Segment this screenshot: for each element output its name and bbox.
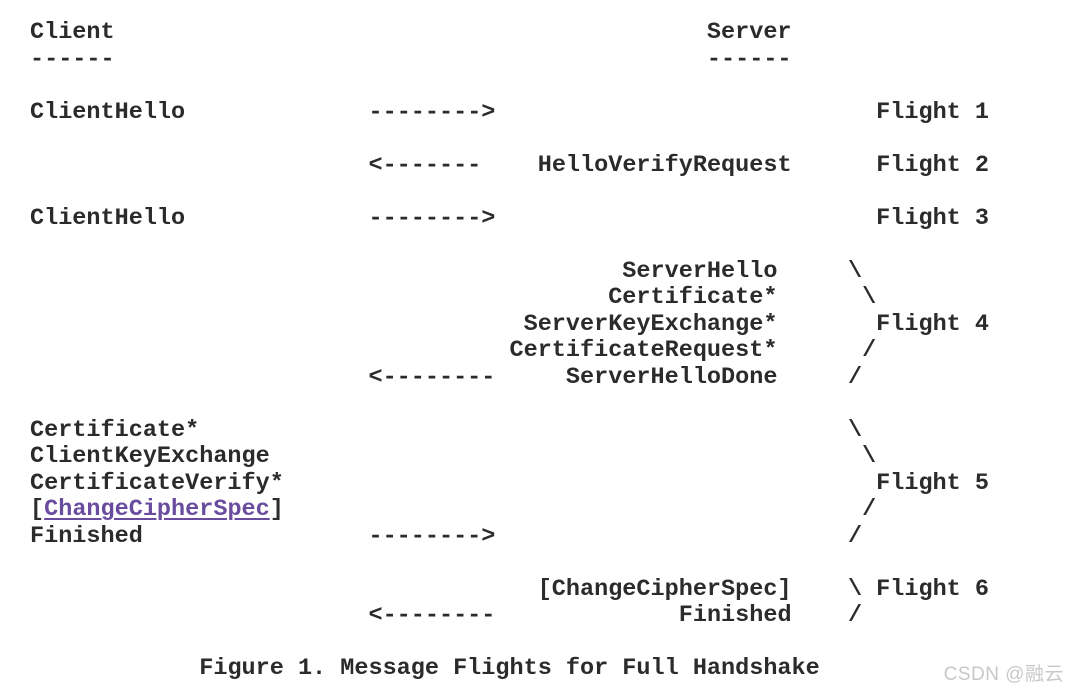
diagram-line: CertificateVerify* Flight 5 — [30, 469, 989, 498]
arrow-left-flight2: <------- — [368, 151, 482, 179]
server-underline: ------ — [706, 45, 792, 73]
msg-serverhello: ServerHello — [622, 257, 778, 285]
diagram-line: ClientHello --------> Flight 1 — [30, 98, 989, 127]
msg-certificaterequest: CertificateRequest* — [509, 337, 778, 364]
diagram-line: <------- HelloVerifyRequest Flight 2 — [30, 151, 990, 180]
diagram-line: ClientKeyExchange \ — [30, 443, 989, 471]
msg-clientkeyexchange: ClientKeyExchange — [30, 443, 270, 470]
diagram-line: Figure 1. Message Flights for Full Hands… — [30, 655, 989, 683]
flight6-brace-bottom: / — [847, 602, 863, 629]
diagram-line — [30, 550, 989, 577]
msg-serverhellodone: ServerHelloDone — [565, 363, 778, 391]
flight5-brace-upper: \ — [862, 443, 877, 470]
server-label: Server — [706, 19, 792, 46]
msg-serverkeyexchange: ServerKeyExchange* — [523, 310, 778, 338]
diagram-line — [30, 391, 989, 418]
diagram-line: Client Server — [30, 19, 989, 47]
diagram-line: Certificate* \ — [30, 284, 989, 312]
flight3-label: Flight 3 — [876, 204, 989, 232]
diagram-line: [ChangeCipherSpec] \ Flight 6 — [30, 575, 989, 604]
flight5-brace-bottom: / — [847, 522, 863, 550]
diagram-line — [30, 630, 989, 657]
flight5-brace-top: \ — [847, 416, 863, 444]
diagram-line: CertificateRequest* / — [30, 337, 989, 365]
flight2-label: Flight 2 — [876, 151, 990, 179]
arrow-right-flight5: --------> — [368, 522, 496, 550]
diagram-line: ServerHello \ — [30, 257, 989, 286]
msg-finished-server: Finished — [678, 602, 792, 629]
figure-caption: Figure 1. Message Flights for Full Hands… — [199, 655, 820, 682]
diagram-line: [ChangeCipherSpec] / — [30, 496, 989, 524]
changecipherspec-bracket-close: ] — [269, 496, 284, 523]
msg-certificate-server: Certificate* — [608, 284, 778, 311]
flight6-brace-top: \ — [847, 575, 863, 603]
msg-finished-client: Finished — [30, 522, 143, 550]
diagram-line — [30, 73, 989, 100]
msg-certificate-client: Certificate* — [30, 416, 200, 444]
arrow-left-flight4: <-------- — [368, 363, 496, 391]
diagram-line: Finished --------> / — [30, 522, 989, 551]
flight5-label: Flight 5 — [876, 469, 989, 497]
csdn-watermark: CSDN @融云 — [943, 664, 1064, 685]
flight4-brace-top: \ — [847, 257, 863, 285]
client-label: Client — [30, 19, 115, 46]
diagram-line: <-------- Finished / — [30, 602, 989, 630]
msg-certificateverify: CertificateVerify* — [30, 469, 284, 497]
diagram-line: ------ ------ — [30, 45, 989, 74]
client-underline: ------ — [30, 45, 115, 73]
flight4-brace-bottom: / — [847, 363, 863, 391]
arrow-left-flight6: <-------- — [368, 602, 496, 629]
diagram-line: <-------- ServerHelloDone / — [30, 363, 989, 392]
msg-clienthello-flight1: ClientHello — [30, 98, 186, 126]
changecipherspec-bracket-open: [ — [30, 496, 45, 523]
diagram-line — [30, 179, 989, 206]
flight4-brace-upper: \ — [862, 284, 877, 311]
flight4-label: Flight 4 — [876, 310, 989, 338]
diagram-line: Certificate* \ — [30, 416, 989, 445]
diagram-line: ServerKeyExchange* Flight 4 — [30, 310, 989, 339]
arrow-right-flight3: --------> — [368, 204, 496, 232]
msg-changecipherspec-server: [ChangeCipherSpec] — [537, 575, 792, 603]
flight1-label: Flight 1 — [876, 98, 989, 126]
flight6-label: Flight 6 — [876, 575, 989, 603]
msg-helloverifyrequest: HelloVerifyRequest — [537, 151, 792, 179]
arrow-right-flight1: --------> — [368, 98, 496, 126]
changecipherspec-link[interactable]: ChangeCipherSpec — [44, 496, 270, 523]
diagram-line — [30, 126, 989, 153]
msg-clienthello-flight3: ClientHello — [30, 204, 186, 232]
flight5-brace-lower: / — [862, 496, 877, 523]
diagram-line — [30, 232, 989, 259]
handshake-diagram: Client Server------ ------ ClientHello -… — [30, 19, 990, 683]
diagram-line: ClientHello --------> Flight 3 — [30, 204, 989, 233]
flight4-brace-lower: / — [862, 337, 877, 364]
